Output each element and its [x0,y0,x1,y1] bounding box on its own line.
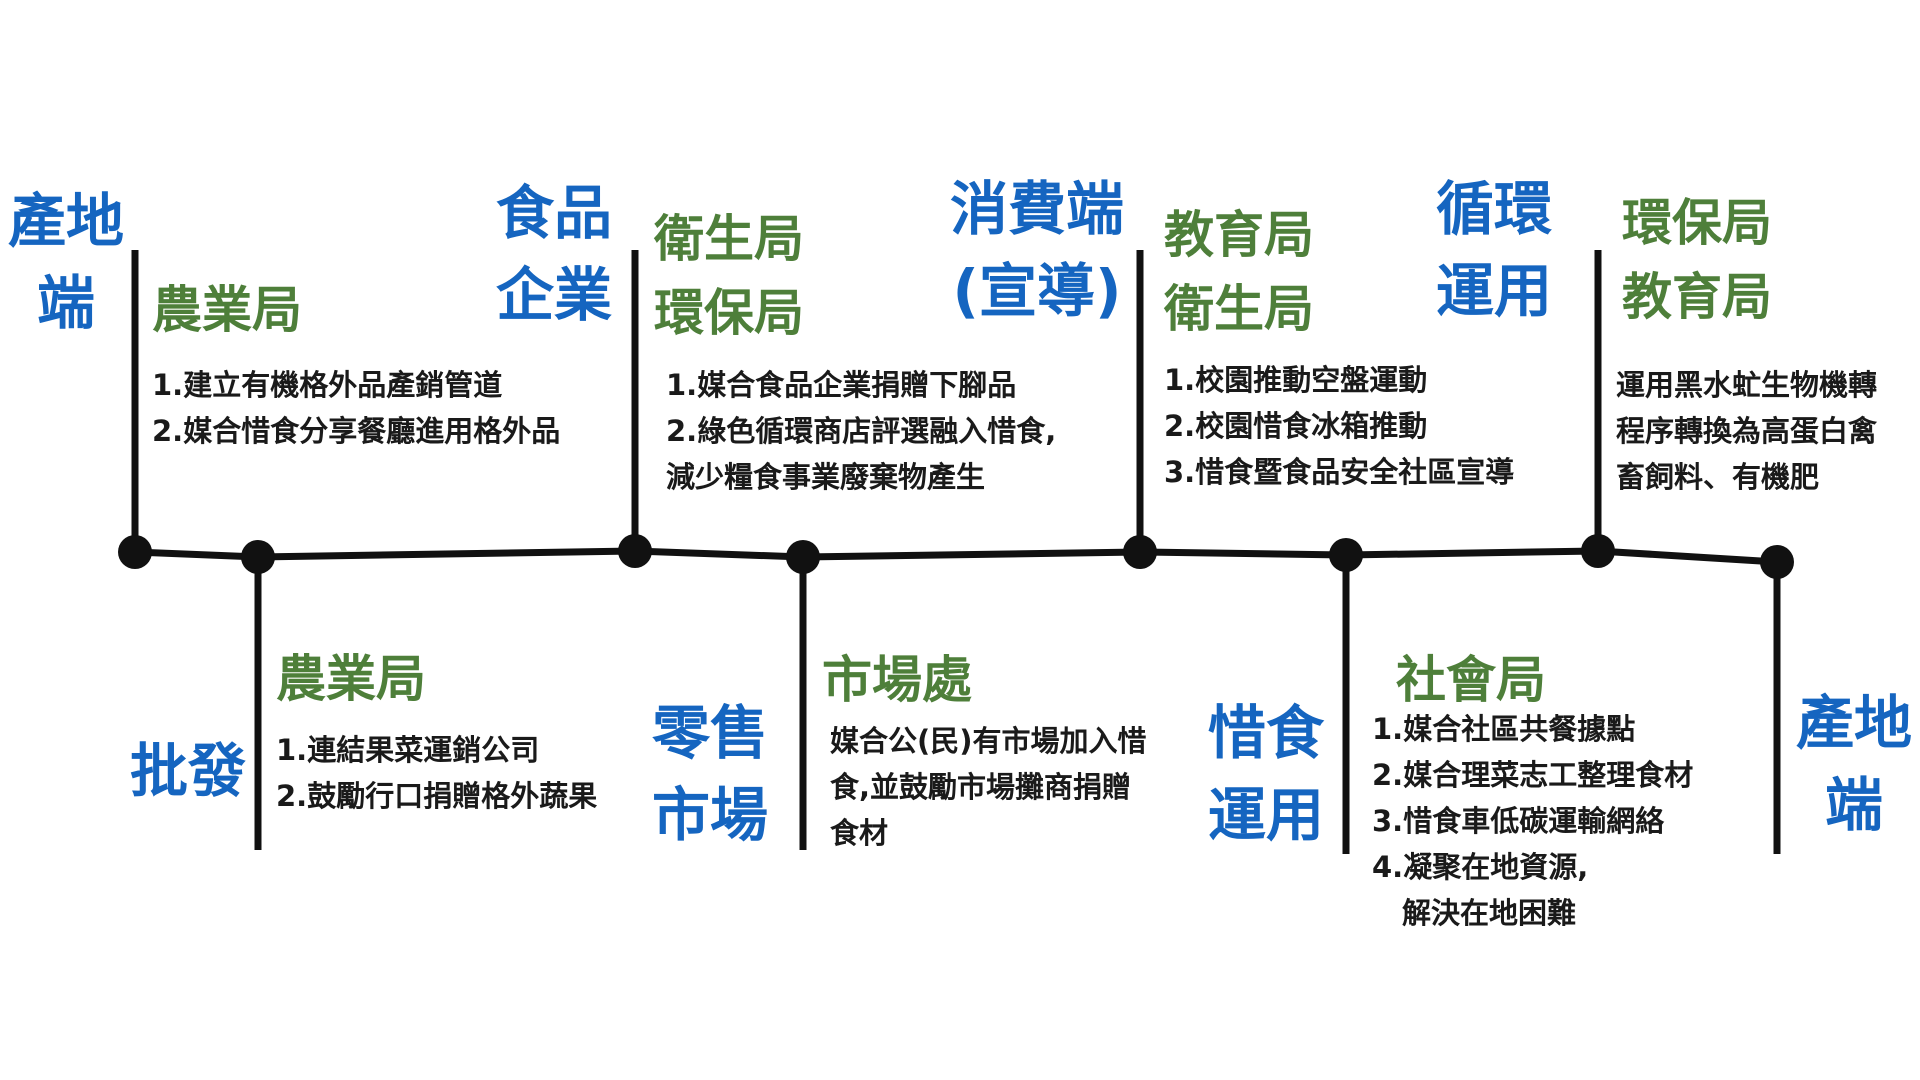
action-item: 減少糧食事業廢棄物產生 [666,460,986,494]
stage-consumer: 消費端 (宣導) [950,168,1124,332]
action-item: 1.媒合食品企業捐贈下腳品 [666,368,1017,402]
actions-market-office: 媒合公(民)有市場加入惜 食,並鼓勵市場攤商捐贈 食材 [830,718,1147,856]
dept-market-office: 市場處 [822,643,972,717]
stage-origin-end-line2: 端 [1825,771,1884,839]
action-item: 程序轉換為高蛋白禽 [1616,414,1878,448]
dept-environment-education: 環保局 教育局 [1622,186,1772,334]
node-wholesale [241,540,275,574]
stage-wholesale: 批發 [130,730,246,812]
action-item: 1.媒合社區共餐據點 [1372,712,1636,746]
dept-health-environment-line2: 環保局 [654,284,804,342]
action-item: 3.惜食暨食品安全社區宣導 [1164,455,1515,489]
stage-retail-market: 零售 市場 [652,692,768,856]
node-food-enterprise [618,534,652,568]
actions-agriculture-bottom: 1.連結果菜運銷公司 2.鼓勵行口捐贈格外蔬果 [276,727,597,819]
dept-agriculture-bottom-name: 農業局 [276,650,426,708]
dept-social-name: 社會局 [1396,651,1546,709]
stage-wholesale-line1: 批發 [130,737,247,805]
dept-market-office-name: 市場處 [822,651,972,709]
stage-origin-start: 產地 端 [8,180,124,344]
stage-retail-market-line1: 零售 [652,699,769,767]
dept-health-environment: 衛生局 環保局 [654,202,804,350]
dept-agriculture-bottom: 農業局 [276,642,426,716]
stage-circular-use: 循環 運用 [1436,168,1552,332]
stage-food-rescue-line1: 惜食 [1208,699,1325,767]
action-item: 4.凝聚在地資源, [1372,850,1589,884]
stage-origin-end: 產地 端 [1796,682,1912,846]
dept-education-health-line2: 衛生局 [1164,280,1314,338]
action-item: 1.連結果菜運銷公司 [276,733,540,767]
timeline-nodes [118,534,1794,579]
stage-circular-use-line1: 循環 [1436,175,1553,243]
timeline-lines [131,250,1781,854]
node-origin-start [118,535,152,569]
action-item: 2.校園惜食冰箱推動 [1164,409,1428,443]
action-item: 食材 [830,816,889,850]
stage-food-enterprise: 食品 企業 [496,172,612,336]
stage-consumer-line2: (宣導) [952,257,1122,325]
stage-origin-end-line1: 產地 [1796,689,1913,757]
stage-food-rescue-line2: 運用 [1208,781,1325,849]
dept-education-health: 教育局 衛生局 [1164,198,1314,346]
action-item: 畜飼料、有機肥 [1616,460,1820,494]
action-item: 2.綠色循環商店評選融入惜食, [666,414,1057,448]
node-circular-use [1581,534,1615,568]
actions-education-health: 1.校園推動空盤運動 2.校園惜食冰箱推動 3.惜食暨食品安全社區宣導 [1164,357,1514,495]
timeline-axis [134,547,1778,566]
stage-origin-start-line1: 產地 [8,187,125,255]
node-retail-market [786,540,820,574]
stage-circular-use-line2: 運用 [1436,257,1553,325]
dept-agriculture-top: 農業局 [152,273,302,347]
dept-environment-education-line2: 教育局 [1622,268,1772,326]
action-item: 2.鼓勵行口捐贈格外蔬果 [276,779,598,813]
action-item: 2.媒合惜食分享餐廳進用格外品 [152,414,561,448]
action-item: 解決在地困難 [1402,896,1577,930]
action-item: 3.惜食車低碳運輸網絡 [1372,804,1665,838]
actions-health-environment: 1.媒合食品企業捐贈下腳品 2.綠色循環商店評選融入惜食, 減少糧食事業廢棄物產… [666,362,1056,500]
stage-food-enterprise-line1: 食品 [496,179,613,247]
dept-environment-education-line1: 環保局 [1622,194,1772,252]
node-origin-end [1760,545,1794,579]
dept-education-health-line1: 教育局 [1164,206,1314,264]
dept-social: 社會局 [1396,643,1546,717]
actions-environment-education: 運用黑水虻生物機轉 程序轉換為高蛋白禽 畜飼料、有機肥 [1616,362,1877,500]
action-item: 運用黑水虻生物機轉 [1616,368,1878,402]
node-consumer [1123,535,1157,569]
stage-retail-market-line2: 市場 [652,781,769,849]
stage-food-enterprise-line2: 企業 [496,261,613,329]
stage-food-rescue: 惜食 運用 [1208,692,1324,856]
actions-social: 1.媒合社區共餐據點 2.媒合理菜志工整理食材 3.惜食車低碳運輸網絡 4.凝聚… [1372,706,1693,936]
dept-agriculture-top-name: 農業局 [152,281,302,339]
action-item: 1.校園推動空盤運動 [1164,363,1428,397]
node-food-rescue [1329,538,1363,572]
dept-health-environment-line1: 衛生局 [654,210,804,268]
stage-origin-start-line2: 端 [37,269,96,337]
action-item: 媒合公(民)有市場加入惜 [830,724,1147,758]
actions-agriculture-top: 1.建立有機格外品產銷管道 2.媒合惜食分享餐廳進用格外品 [152,362,560,454]
action-item: 食,並鼓勵市場攤商捐贈 [830,770,1132,804]
stage-consumer-line1: 消費端 [950,175,1125,243]
action-item: 1.建立有機格外品產銷管道 [152,368,503,402]
action-item: 2.媒合理菜志工整理食材 [1372,758,1694,792]
